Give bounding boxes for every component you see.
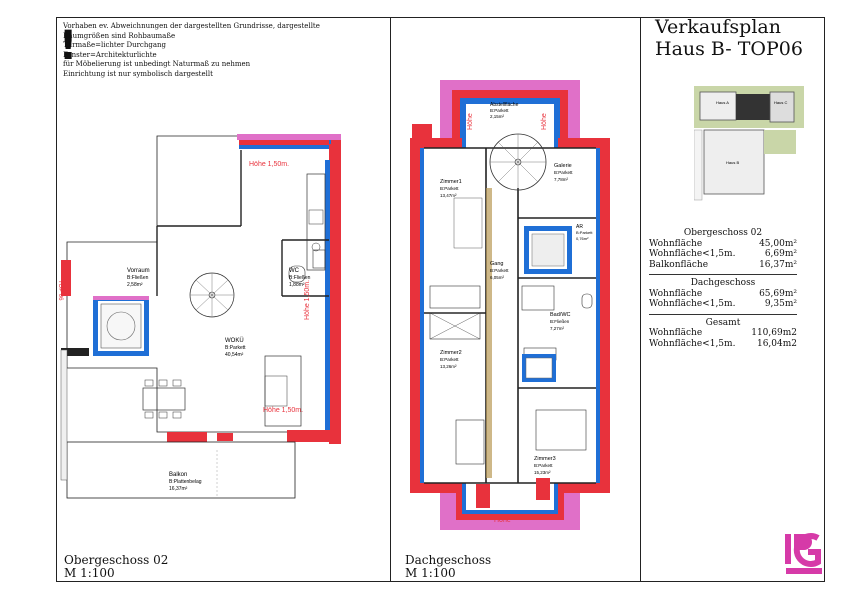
room-area: 16,37m² [169, 486, 188, 492]
room-area: 7,27m² [550, 326, 565, 331]
room-area: 7,78m² [554, 177, 569, 182]
room-name: Abstellfläche [490, 102, 519, 108]
info-divider [640, 17, 641, 582]
room-area: 15,23m² [534, 470, 551, 475]
room-name: WC [289, 268, 300, 274]
room-area: 13,47m² [440, 193, 457, 198]
room-floor: B:Fließen [127, 275, 149, 281]
dg-caption-scale: M 1:100 [405, 566, 456, 580]
room-area: 6,05m² [490, 275, 505, 280]
summary-separator [649, 274, 797, 275]
room-name: Zimmer2 [440, 350, 462, 356]
site-label-a: Haus A [716, 100, 729, 105]
room-floor: B:Parkett [576, 230, 593, 235]
og-caption-title: Obergeschoss 02 [64, 553, 169, 567]
room-floor: B:Parkett [534, 463, 553, 468]
site-label-c: Haus C [774, 100, 787, 105]
room-floor: B:Parkett [225, 345, 246, 351]
disclaimer-notes: Vorhaben ev. Abweichnungen der dargestel… [63, 22, 320, 80]
summary-row: Wohnfläche<1,5m.9,35m² [649, 299, 797, 309]
room-name: WOKÜ [225, 337, 244, 344]
room-floor: B:Fließen [289, 275, 311, 281]
summary-row: Wohnfläche<1,5m.6,69m² [649, 249, 797, 259]
og-caption-scale: M 1:100 [64, 566, 115, 580]
dg-hoehe-label: Höhe [467, 113, 474, 130]
summary-separator [649, 313, 797, 315]
note-line: Fenster=Architekturlichte [63, 50, 157, 59]
note-line: Einrichtung ist nur symbolisch dargestel… [63, 69, 213, 78]
site-plan: Haus A Haus C Haus B [694, 86, 804, 204]
og-hoehe-label: Höhe 1,50m. [304, 280, 311, 320]
room-name: Zimmer1 [440, 179, 462, 185]
room-name: Galerie [554, 163, 572, 169]
dg-hoehe-label: Höhe [494, 517, 511, 524]
site-label-b: Haus B [726, 160, 739, 165]
title-line-2: Haus B- TOP06 [655, 38, 803, 60]
sheet-divider [390, 17, 391, 582]
note-line: für Möbelierung ist unbedingt Naturmaß z… [63, 60, 251, 69]
room-floor: B:Parkett [554, 170, 573, 175]
room-floor: B:Parkett [490, 268, 509, 273]
room-name: Balkon [169, 472, 187, 478]
summary-og-heading: Obergeschoss 02 [683, 228, 763, 238]
room-name: Bad/WC [550, 312, 571, 318]
summary-row: Wohnfläche<1,5m.16,04m2 [649, 338, 797, 349]
room-area: 1,88m² [289, 282, 305, 288]
page-frame [56, 17, 825, 582]
room-floor: B:Plattenbelag [169, 479, 202, 485]
og-floor-plan: Höhe 1,50m. Höhe 1,50m. Höhe 1,50m. TOP … [57, 134, 341, 499]
room-area: 13,26m² [440, 364, 457, 369]
title-line-1: Verkaufsplan [655, 16, 781, 38]
room-floor: B:Parkett [490, 108, 509, 113]
room-name: Vorraum [127, 268, 150, 274]
room-area: 40,54m² [225, 352, 244, 358]
room-name: Gang [490, 261, 503, 267]
note-line: Türmaße=lichter Durchgang [63, 41, 166, 50]
room-floor: B:Fließen [550, 319, 570, 324]
room-floor: B:Parkett [440, 186, 459, 191]
og-hoehe-label: Höhe 1,50m. [263, 407, 303, 414]
og-caption: Obergeschoss 02 M 1:100 [64, 554, 168, 580]
dg-caption-title: Dachgeschoss [405, 553, 492, 567]
note-line: Raumgrößen sind Rohbaumaße [63, 31, 176, 40]
room-area: 2,58m² [127, 282, 143, 288]
dg-caption: Dachgeschoss M 1:100 [405, 554, 491, 580]
document-title: Verkaufsplan Haus B- TOP06 [655, 16, 803, 60]
note-line: Vorhaben ev. Abweichnungen der dargestel… [63, 22, 320, 30]
og-hoehe-label: Höhe 1,50m. [249, 161, 289, 168]
og-top-label: TOP 06 [57, 280, 63, 301]
dg-floor-plan: Höhe Höhe Höhe Abstellfläche B:Parkett 2… [410, 80, 610, 530]
room-area: 2,15m² [490, 114, 505, 119]
room-name: AR [576, 224, 583, 230]
dg-hoehe-label: Höhe [541, 113, 548, 130]
warning-icon: ! [59, 23, 78, 69]
summary-dg-heading: Dachgeschoss [690, 278, 756, 288]
summary-total-heading: Gesamt [705, 317, 741, 328]
room-floor: B:Parkett [440, 357, 459, 362]
room-name: Zimmer3 [534, 456, 556, 462]
room-area: 0,76m² [576, 236, 589, 241]
company-logo-icon [785, 533, 822, 574]
